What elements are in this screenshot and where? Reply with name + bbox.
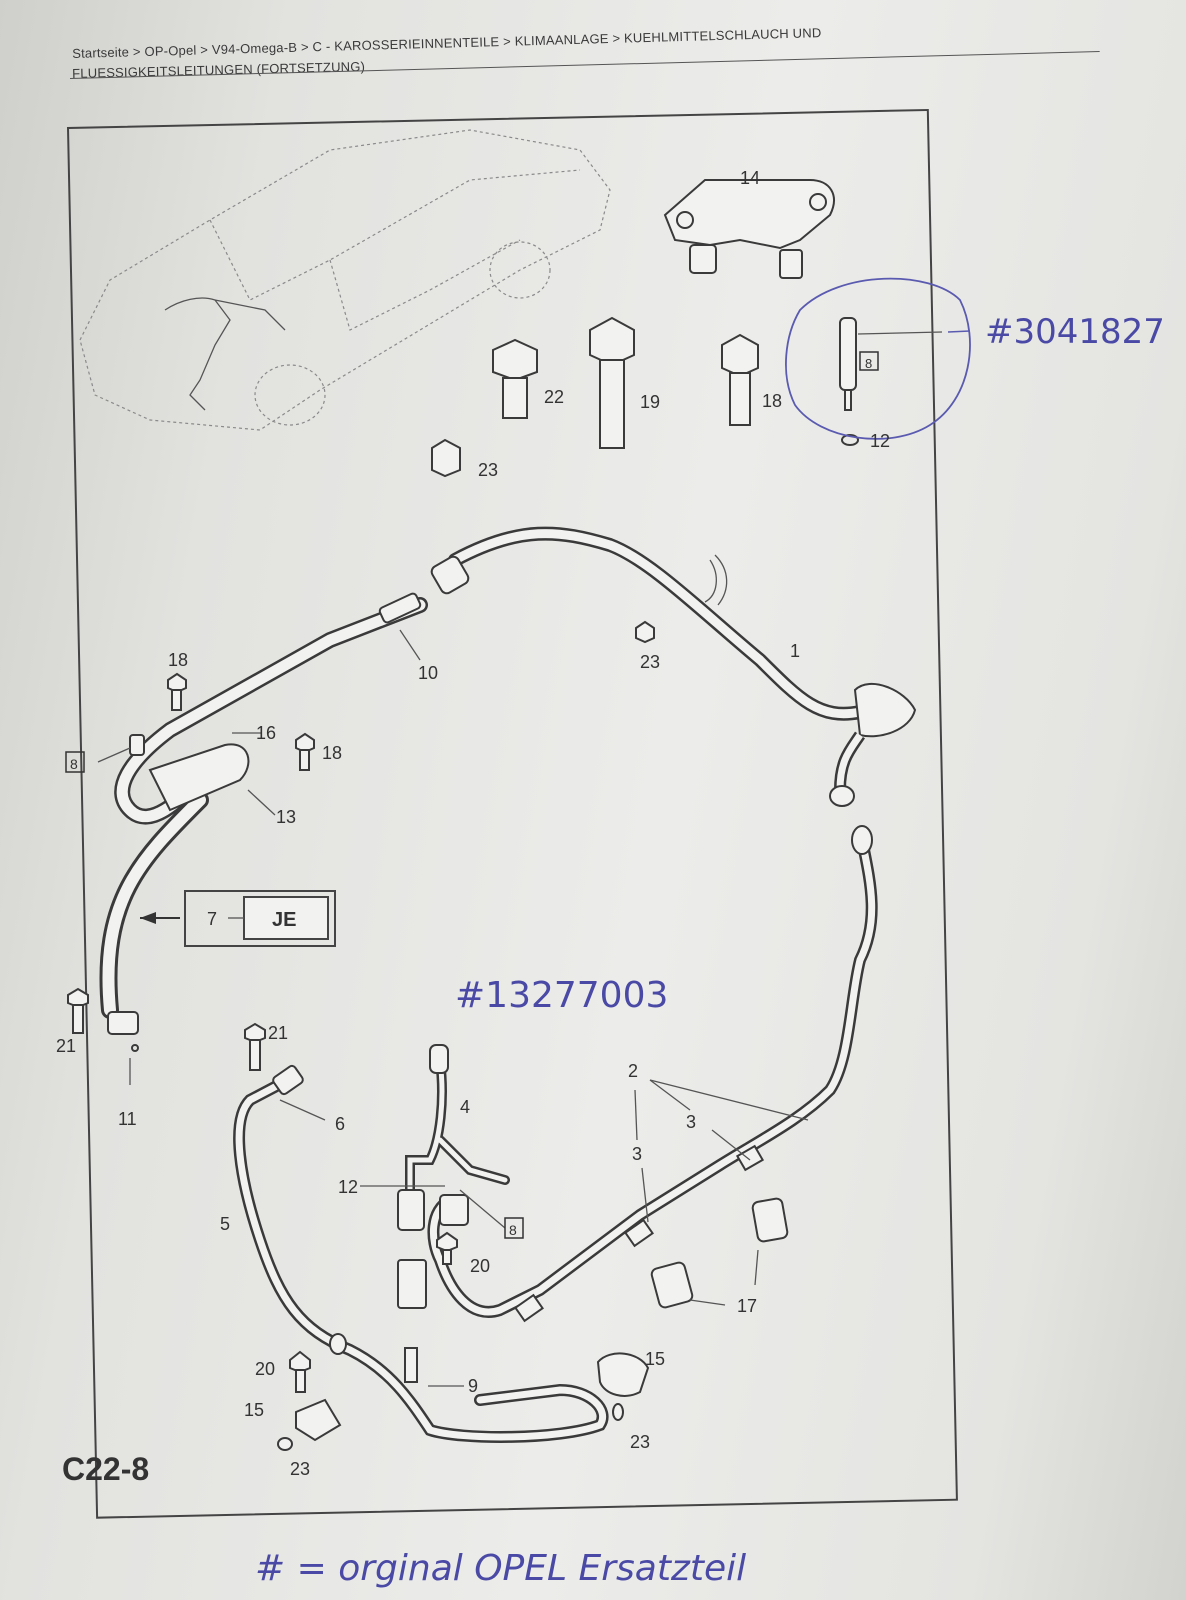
callout-23-hidden: 23	[433, 479, 435, 481]
nut-23-top	[431, 438, 461, 478]
callout-21-left: 21	[56, 1036, 76, 1056]
callout-12-lower: 12	[338, 1177, 358, 1197]
callout-23-right: 23	[630, 1432, 650, 1452]
pipe-4	[397, 1044, 510, 1309]
handwritten-part-number-middle: #13277003	[455, 975, 668, 1016]
callout-11: 11	[118, 1109, 137, 1129]
diagram-code: C22-8	[62, 1451, 149, 1487]
callout-22: 22	[544, 387, 564, 407]
callout-6: 6	[335, 1114, 345, 1134]
valve-8-detail	[785, 277, 971, 446]
callout-13: 13	[276, 807, 296, 827]
clamps-and-fasteners	[67, 620, 809, 1451]
callout-15-left: 15	[244, 1400, 264, 1420]
handwritten-part-number-top: #3041827	[985, 312, 1165, 352]
callout-16: 16	[256, 723, 276, 743]
callout-3-b: 3	[632, 1144, 642, 1164]
callout-10: 10	[418, 663, 438, 683]
car-outline	[79, 129, 611, 431]
callout-15-right: 15	[645, 1349, 665, 1369]
callout-19: 19	[640, 392, 660, 412]
bolt-18-top	[721, 333, 759, 426]
callout-3-a: 3	[686, 1112, 696, 1132]
callout-5: 5	[220, 1214, 230, 1234]
callout-17: 17	[737, 1296, 757, 1316]
pipe-5-lower	[233, 1064, 609, 1443]
box-8-left	[65, 751, 85, 773]
hose-assembly-left	[99, 592, 428, 1085]
callout-8-lower: 8	[509, 1222, 517, 1238]
callout-21-mid: 21	[268, 1023, 288, 1043]
diagram-frame	[66, 108, 958, 1519]
callout-4: 4	[460, 1097, 470, 1117]
callout-23-top: 23	[478, 460, 498, 480]
je-label: JE	[272, 909, 296, 931]
box-7-je	[140, 890, 336, 947]
part-14-bracket	[663, 179, 835, 279]
pipe-2-3-system	[427, 825, 878, 1323]
bolt-22	[492, 338, 538, 419]
box-8-lower	[504, 1217, 524, 1239]
callout-7: 7	[207, 909, 217, 929]
callout-1: 1	[790, 641, 800, 661]
callout-20-mid: 20	[470, 1256, 490, 1276]
callout-23-mid: 23	[640, 652, 660, 672]
handwritten-footnote: # = orginal OPEL Ersatzteil	[255, 1548, 746, 1589]
callout-23-left: 23	[290, 1459, 310, 1479]
callout-18-left: 18	[168, 650, 188, 670]
hand-drawn-circle	[785, 277, 971, 440]
callout-12-top: 12	[870, 431, 890, 451]
callout-8-left: 8	[70, 756, 78, 772]
box-8-top	[859, 351, 879, 371]
callout-14: 14	[740, 168, 760, 188]
pipe-1	[430, 526, 917, 807]
bolt-19	[589, 316, 635, 449]
callout-8-top: 8	[865, 356, 872, 371]
callout-2: 2	[628, 1061, 638, 1081]
callout-20-left: 20	[255, 1359, 275, 1379]
callout-18-top: 18	[762, 391, 782, 411]
callout-18-mid: 18	[322, 743, 342, 763]
callout-9: 9	[468, 1376, 478, 1396]
